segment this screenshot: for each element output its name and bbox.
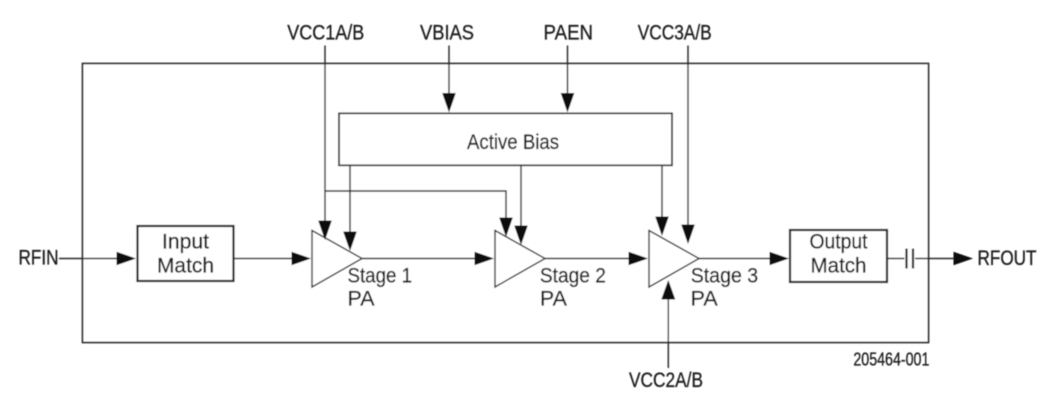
svg-text:VCC1A/B: VCC1A/B bbox=[287, 22, 364, 45]
svg-text:Input: Input bbox=[162, 231, 209, 254]
svg-text:Stage 1: Stage 1 bbox=[348, 265, 413, 288]
svg-text:Match: Match bbox=[811, 255, 867, 278]
svg-text:RFOUT: RFOUT bbox=[978, 247, 1037, 270]
svg-text:RFIN: RFIN bbox=[19, 247, 59, 270]
svg-text:PAEN: PAEN bbox=[544, 22, 594, 45]
svg-text:Stage 2: Stage 2 bbox=[540, 265, 606, 288]
svg-text:Output: Output bbox=[810, 231, 868, 254]
svg-text:PA: PA bbox=[540, 288, 567, 311]
svg-text:Active Bias: Active Bias bbox=[467, 131, 559, 154]
svg-text:Stage 3: Stage 3 bbox=[691, 265, 759, 288]
svg-text:Match: Match bbox=[157, 255, 214, 278]
svg-text:PA: PA bbox=[348, 288, 375, 311]
svg-text:205464-001: 205464-001 bbox=[853, 350, 929, 370]
svg-text:VCC3A/B: VCC3A/B bbox=[638, 22, 712, 45]
svg-text:PA: PA bbox=[691, 288, 718, 311]
svg-text:VCC2A/B: VCC2A/B bbox=[629, 369, 703, 392]
svg-text:VBIAS: VBIAS bbox=[420, 22, 474, 45]
